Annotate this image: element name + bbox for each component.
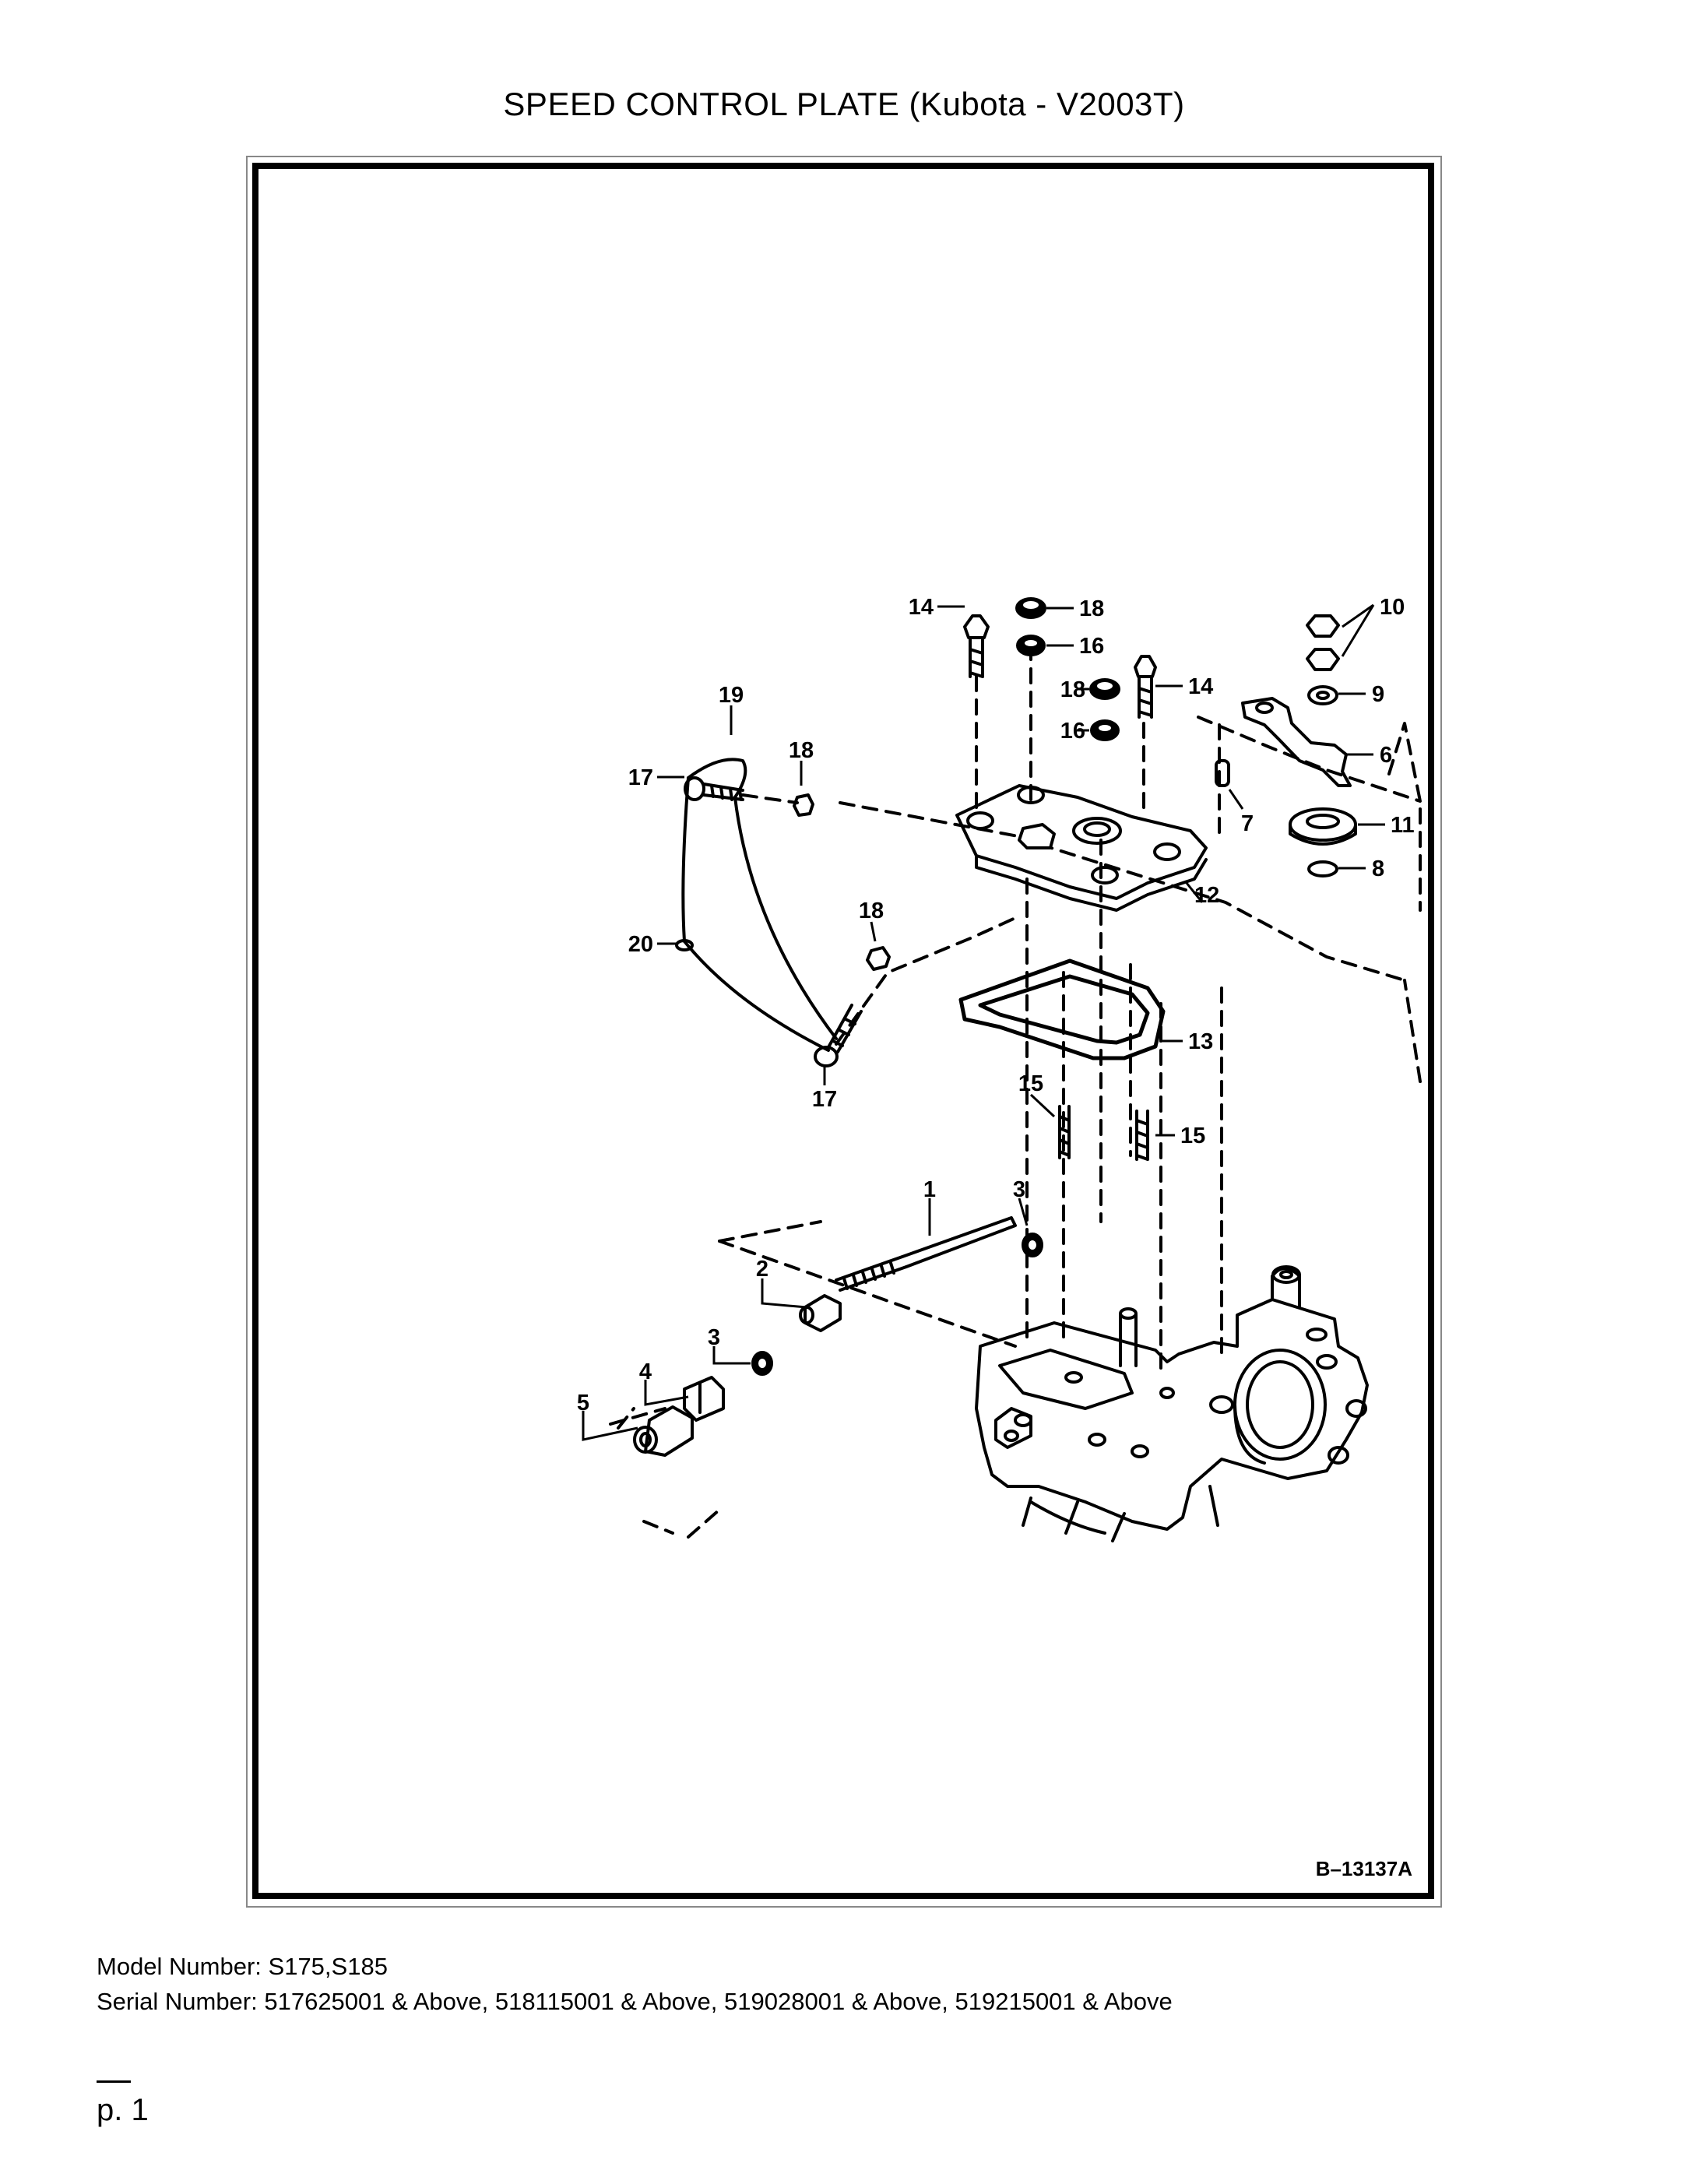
callout-6: 6 <box>1380 743 1392 768</box>
engine-housing <box>975 1265 1369 1542</box>
callout-17-lower: 17 <box>812 1087 837 1112</box>
page-number-rule <box>97 2080 131 2083</box>
cap-4 <box>683 1376 725 1422</box>
callout-17-upper: 17 <box>628 765 653 790</box>
callout-13: 13 <box>1188 1029 1213 1054</box>
callout-11: 11 <box>1391 813 1415 838</box>
callout-18-lower: 18 <box>859 899 884 923</box>
callout-2: 2 <box>756 1257 768 1282</box>
page-number: p. 1 <box>97 2093 149 2127</box>
diagram-frame <box>252 163 1434 1899</box>
callout-12: 12 <box>1194 883 1219 908</box>
callout-3-lower: 3 <box>708 1325 720 1350</box>
serial-number: Serial Number: 517625001 & Above, 518115… <box>97 1988 1173 2015</box>
bolt-17-lower <box>814 1004 863 1067</box>
nut-18-mid <box>1089 678 1120 700</box>
callout-1: 1 <box>923 1177 936 1202</box>
callout-14-right: 14 <box>1188 674 1213 699</box>
callout-15-right: 15 <box>1180 1124 1205 1148</box>
callout-leaders <box>582 603 1385 1441</box>
nut-18-top <box>1015 597 1046 619</box>
callout-8: 8 <box>1372 856 1384 881</box>
gasket-13 <box>958 958 1166 1060</box>
rod-19 <box>675 758 838 1052</box>
callout-15-left: 15 <box>1018 1071 1043 1096</box>
washer-16-top <box>1016 635 1046 656</box>
callout-9: 9 <box>1372 682 1384 707</box>
callout-18-left: 18 <box>789 738 814 763</box>
nuts-10 <box>1306 614 1340 671</box>
callout-10: 10 <box>1380 595 1405 620</box>
callout-16-mid: 16 <box>1060 719 1085 744</box>
callout-5: 5 <box>577 1391 589 1416</box>
bolt-17-upper <box>684 776 744 801</box>
lever-6 <box>1241 697 1352 787</box>
exploded-parts-diagram: 1 2 3 3 4 5 6 7 8 9 10 11 12 13 14 14 15… <box>577 595 1434 1880</box>
washer-16-mid <box>1090 719 1120 741</box>
washer-9 <box>1307 685 1338 705</box>
washer-3-upper <box>1022 1233 1043 1257</box>
shaft-1 <box>835 1216 1017 1292</box>
callout-14-left: 14 <box>909 595 934 620</box>
callout-7: 7 <box>1241 811 1254 836</box>
callout-16-top: 16 <box>1079 634 1104 659</box>
diagram-frame-outer <box>246 156 1442 1908</box>
callout-20: 20 <box>628 932 653 957</box>
callout-4: 4 <box>639 1359 652 1384</box>
bolt-14-right <box>1134 655 1157 719</box>
callout-18-top: 18 <box>1079 596 1104 621</box>
bolt-14-left <box>963 614 990 678</box>
washer-11 <box>1289 807 1357 846</box>
callout-19: 19 <box>719 683 744 708</box>
nut-2 <box>799 1294 842 1332</box>
callout-18-mid: 18 <box>1060 677 1085 702</box>
nut-18-left <box>793 793 814 817</box>
callout-3-upper: 3 <box>1013 1177 1025 1202</box>
model-number: Model Number: S175,S185 <box>97 1953 388 1980</box>
assembly-guide-lines <box>609 644 1434 1539</box>
callout-labels: 1 2 3 3 4 5 6 7 8 9 10 11 12 13 14 14 15… <box>577 595 1415 1416</box>
washer-3-lower <box>751 1351 773 1376</box>
key-7 <box>1215 759 1230 787</box>
nut-18-lower <box>866 946 891 971</box>
cap-5 <box>633 1405 694 1457</box>
figure-id: B–13137A <box>1316 1857 1413 1880</box>
page-title: SPEED CONTROL PLATE (Kubota - V2003T) <box>503 86 1185 122</box>
ring-8 <box>1307 860 1338 877</box>
studs-15 <box>1058 1105 1149 1161</box>
control-plate-12 <box>955 784 1208 912</box>
